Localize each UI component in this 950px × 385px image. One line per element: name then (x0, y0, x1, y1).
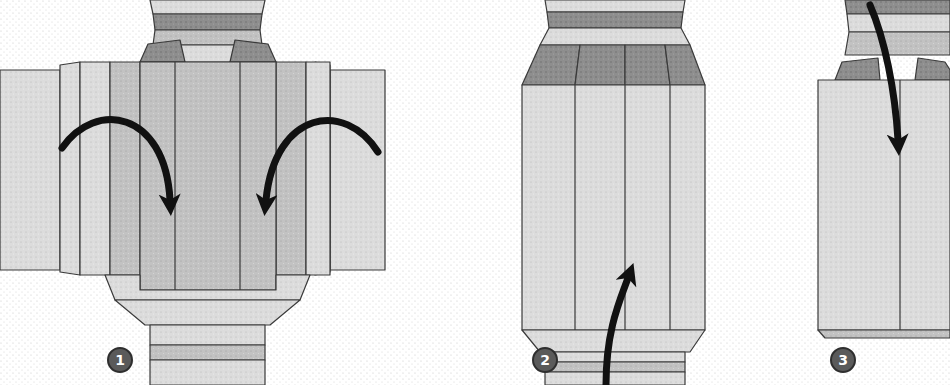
callout-number: 3 (830, 347, 856, 373)
callout-text: 1 (115, 353, 125, 367)
callout-text: 2 (540, 353, 550, 367)
callout-number: 2 (532, 347, 558, 373)
callout-text: 3 (838, 353, 848, 367)
callout-number: 1 (107, 347, 133, 373)
